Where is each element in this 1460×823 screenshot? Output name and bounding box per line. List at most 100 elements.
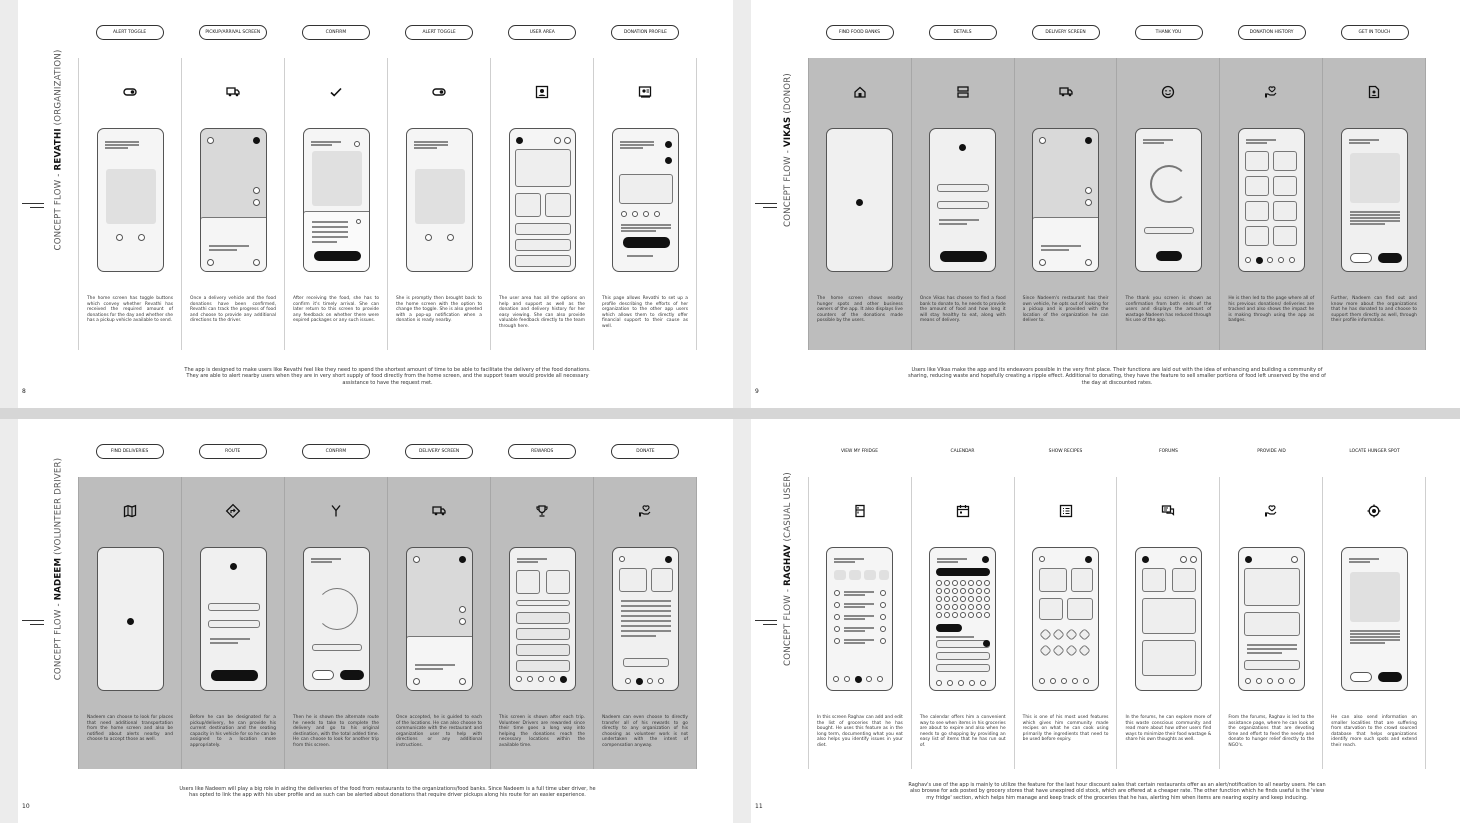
- item-checkbox[interactable]: [834, 626, 841, 632]
- calendar-day[interactable]: [936, 596, 943, 602]
- calendar-day[interactable]: [952, 604, 959, 610]
- back-button[interactable]: [1039, 137, 1047, 144]
- cancel-button[interactable]: [1349, 672, 1372, 682]
- toggle[interactable]: [355, 219, 361, 224]
- donate-button[interactable]: [622, 237, 670, 248]
- nav-icon[interactable]: [206, 259, 214, 266]
- edit-button[interactable]: [880, 626, 887, 632]
- edit-button[interactable]: [880, 614, 887, 620]
- nav-icon[interactable]: [252, 259, 260, 266]
- screen-label-5[interactable]: DONATION HISTORY: [1237, 25, 1306, 40]
- calendar-day[interactable]: [944, 588, 951, 594]
- edit-button[interactable]: [880, 602, 887, 608]
- icon[interactable]: [1290, 556, 1298, 563]
- calendar-day[interactable]: [984, 604, 991, 610]
- submit-button[interactable]: [940, 251, 988, 262]
- pager-dot[interactable]: [1061, 678, 1068, 684]
- pager-dot[interactable]: [877, 676, 884, 682]
- nav-icon[interactable]: [1085, 259, 1093, 266]
- find-route-button[interactable]: [210, 670, 258, 681]
- pager-dot[interactable]: [1050, 678, 1057, 684]
- screen-label-3[interactable]: CONFIRM: [301, 444, 370, 459]
- screen-label-2[interactable]: PICKUP/ARRIVAL SCREEN: [198, 25, 267, 40]
- zoom-button[interactable]: [252, 199, 260, 206]
- pager-dot[interactable]: [947, 680, 954, 686]
- pager-dot[interactable]: [1083, 678, 1090, 684]
- month-header[interactable]: [936, 568, 991, 576]
- pager-dot[interactable]: [515, 676, 522, 682]
- calendar-day[interactable]: [944, 580, 951, 586]
- screen-label-6[interactable]: DONATE: [611, 444, 680, 459]
- nav-icon[interactable]: [458, 678, 466, 685]
- pager-dot[interactable]: [844, 676, 851, 682]
- send-button[interactable]: [1377, 672, 1402, 682]
- screen-label-3[interactable]: SHOW RECIPES: [1048, 449, 1083, 454]
- zoom-button[interactable]: [458, 606, 466, 613]
- calendar-day[interactable]: [944, 604, 951, 610]
- pager-dot[interactable]: [1244, 257, 1251, 263]
- calendar-day[interactable]: [968, 588, 975, 594]
- accept-button[interactable]: [339, 670, 364, 680]
- screen-label-2[interactable]: CALENDAR: [950, 449, 975, 454]
- pager-dot[interactable]: [866, 676, 873, 682]
- pager-dot[interactable]: [642, 211, 649, 217]
- icon[interactable]: [553, 137, 561, 144]
- pager-dot[interactable]: [537, 676, 544, 682]
- nav-icon[interactable]: [1039, 259, 1047, 266]
- nav-icon[interactable]: [115, 234, 123, 241]
- pager-dot[interactable]: [646, 678, 653, 684]
- calendar-day[interactable]: [960, 580, 967, 586]
- calendar-day[interactable]: [976, 612, 983, 618]
- pager-dot[interactable]: [1266, 678, 1273, 684]
- pager-dot[interactable]: [1255, 678, 1262, 684]
- done-button[interactable]: [1155, 251, 1182, 261]
- calendar-day[interactable]: [976, 596, 983, 602]
- screen-label-2[interactable]: ROUTE: [198, 444, 267, 459]
- calendar-day[interactable]: [960, 612, 967, 618]
- calendar-day[interactable]: [944, 612, 951, 618]
- calendar-day[interactable]: [936, 612, 943, 618]
- icon[interactable]: [1189, 556, 1197, 563]
- calendar-day[interactable]: [968, 580, 975, 586]
- pager-dot[interactable]: [653, 211, 660, 217]
- capacity-field[interactable]: [207, 620, 260, 628]
- pager-dot[interactable]: [1244, 678, 1251, 684]
- screen-label-6[interactable]: LOCATE HUNGER SPOT: [1349, 449, 1400, 454]
- pager-dot[interactable]: [1039, 678, 1046, 684]
- destination-field[interactable]: [207, 603, 260, 611]
- icon[interactable]: [563, 137, 571, 144]
- calendar-day[interactable]: [936, 588, 943, 594]
- pager-dot[interactable]: [1288, 678, 1295, 684]
- calendar-day[interactable]: [952, 588, 959, 594]
- screen-label-6[interactable]: GET IN TOUCH: [1340, 25, 1409, 40]
- icon[interactable]: [1179, 556, 1187, 563]
- nav-icon[interactable]: [412, 678, 420, 685]
- calendar-day[interactable]: [960, 604, 967, 610]
- screen-label-4[interactable]: DELIVERY SCREEN: [405, 444, 474, 459]
- pager-dot[interactable]: [936, 680, 943, 686]
- screen-label-5[interactable]: PROVIDE AID: [1257, 449, 1286, 454]
- screen-label-1[interactable]: FIND FOOD BANKS: [825, 25, 894, 40]
- screen-label-5[interactable]: REWARDS: [508, 444, 577, 459]
- pager-dot[interactable]: [958, 680, 965, 686]
- screen-label-2[interactable]: DETAILS: [928, 25, 997, 40]
- contact-button[interactable]: [1377, 253, 1402, 263]
- pager-dot[interactable]: [1266, 257, 1273, 263]
- time-field[interactable]: [937, 201, 990, 209]
- calendar-day[interactable]: [952, 612, 959, 618]
- calendar-day[interactable]: [936, 604, 943, 610]
- screen-label-5[interactable]: USER AREA: [508, 25, 577, 40]
- screen-label-1[interactable]: FIND DELIVERIES: [95, 444, 164, 459]
- item-checkbox[interactable]: [834, 602, 841, 608]
- calendar-day[interactable]: [944, 596, 951, 602]
- pager-dot[interactable]: [526, 676, 533, 682]
- calendar-day[interactable]: [960, 588, 967, 594]
- calendar-day[interactable]: [984, 596, 991, 602]
- pager-dot[interactable]: [969, 680, 976, 686]
- calendar-day[interactable]: [968, 612, 975, 618]
- screen-label-1[interactable]: VIEW MY FRIDGE: [840, 449, 879, 454]
- expiry-row[interactable]: [936, 624, 963, 632]
- calendar-day[interactable]: [936, 580, 943, 586]
- calendar-day[interactable]: [952, 596, 959, 602]
- back-button[interactable]: [412, 556, 420, 563]
